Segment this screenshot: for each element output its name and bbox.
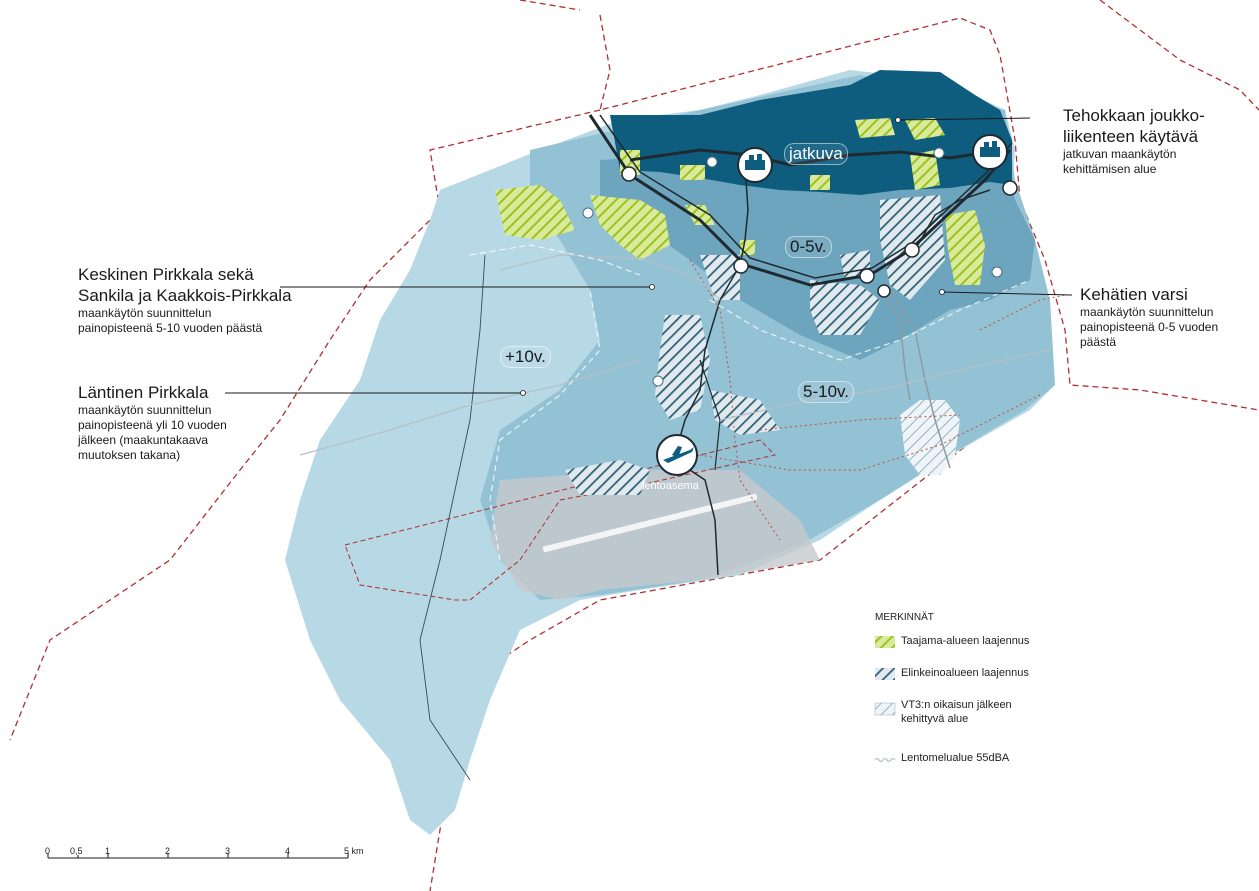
callout-subtitle: maankäytön suunnittelun [1080,305,1214,319]
airport-zone-boundary [344,439,776,601]
callout-subtitle: painopisteenä yli 10 vuoden [78,418,227,432]
city-hub-icon [972,134,1008,170]
callout-title: Läntinen Pirkkala [78,383,209,402]
legend-label: VT3:n oikaisun jälkeen [901,699,1012,711]
scale-tick-label: 0,5 [70,846,83,856]
legend-title: MERKINNÄT [875,612,934,623]
scale-tick-label: 3 [225,846,231,856]
callout-subtitle: muutoksen takana) [78,448,181,462]
flight-noise-lines [299,254,1051,456]
callout-title: Kehätien varsi [1080,285,1188,304]
zone-label-10: +10v. [500,346,551,368]
scale-tick-label: 5 km [344,846,364,856]
callout-subtitle: jatkuvan maankäytön [1063,147,1177,161]
legend-label: Lentomelualue 55dBA [901,752,1010,764]
legend-label: Taajama-alueen laajennus [901,635,1030,647]
callout-lantinen-pirkkala: Läntinen Pirkkala maankäytön suunnittelu… [78,382,227,463]
callout-dots [520,117,945,396]
airport-icon [656,434,698,476]
legend-swatch-vt3 [874,702,896,716]
callout-subtitle: kehittämisen alue [1063,162,1157,176]
scale-tick-label: 1 [105,846,111,856]
callout-subtitle: maankäytön suunnittelun [78,403,212,417]
callout-title: Keskinen Pirkkala sekä [78,265,254,284]
city-hub-icon [737,147,773,183]
scale-tick-label: 0 [45,846,51,856]
callout-kehatien-varsi: Kehätien varsi maankäytön suunnittelun p… [1080,284,1218,350]
legend-label: kehittyvä alue [901,713,969,725]
callout-subtitle: painopisteenä 5-10 vuoden päästä [78,321,263,335]
callout-joukkoliikenne: Tehokkaan joukko- liikenteen käytävä jat… [1063,105,1205,177]
legend-label: Elinkeinoalueen laajennus [901,667,1029,679]
callout-subtitle: päästä [1080,335,1117,349]
scale-tick-label: 4 [285,846,291,856]
callout-title: Tehokkaan joukko- [1063,106,1205,125]
legend-swatch-taajama [875,636,895,648]
callout-leaders [225,117,1073,394]
scale-tick-label: 2 [165,846,171,856]
callout-subtitle: maankäytön suunnittelun [78,306,212,320]
zone-label-5-10: 5-10v. [798,381,854,403]
rail-lines [689,259,1066,541]
vt3-development-area [900,400,960,475]
runway [542,493,758,553]
scale-bar [47,853,349,859]
zone-label-jatkuva: jatkuva [784,143,848,165]
municipality-boundary [9,0,1259,891]
zone-boundary-lines [469,244,1031,561]
legend-swatch-elinkeino [875,668,895,680]
zone-label-0-5: 0-5v. [785,236,832,258]
station-nodes [621,166,1018,298]
callout-subtitle: jälkeen (maakuntakaava [78,433,209,447]
legend-swatch-noise [874,757,896,763]
home-icon [582,147,1003,387]
taajama-expansion-areas [495,118,985,285]
callout-keskinen-pirkkala: Keskinen Pirkkala sekä Sankila ja Kaakko… [78,264,292,336]
callout-subtitle: painopisteenä 0-5 vuoden [1080,320,1219,334]
callout-title: liikenteen käytävä [1063,127,1199,146]
airport-label: lentoasema [642,480,699,492]
callout-title: Sankila ja Kaakkois-Pirkkala [78,286,292,305]
